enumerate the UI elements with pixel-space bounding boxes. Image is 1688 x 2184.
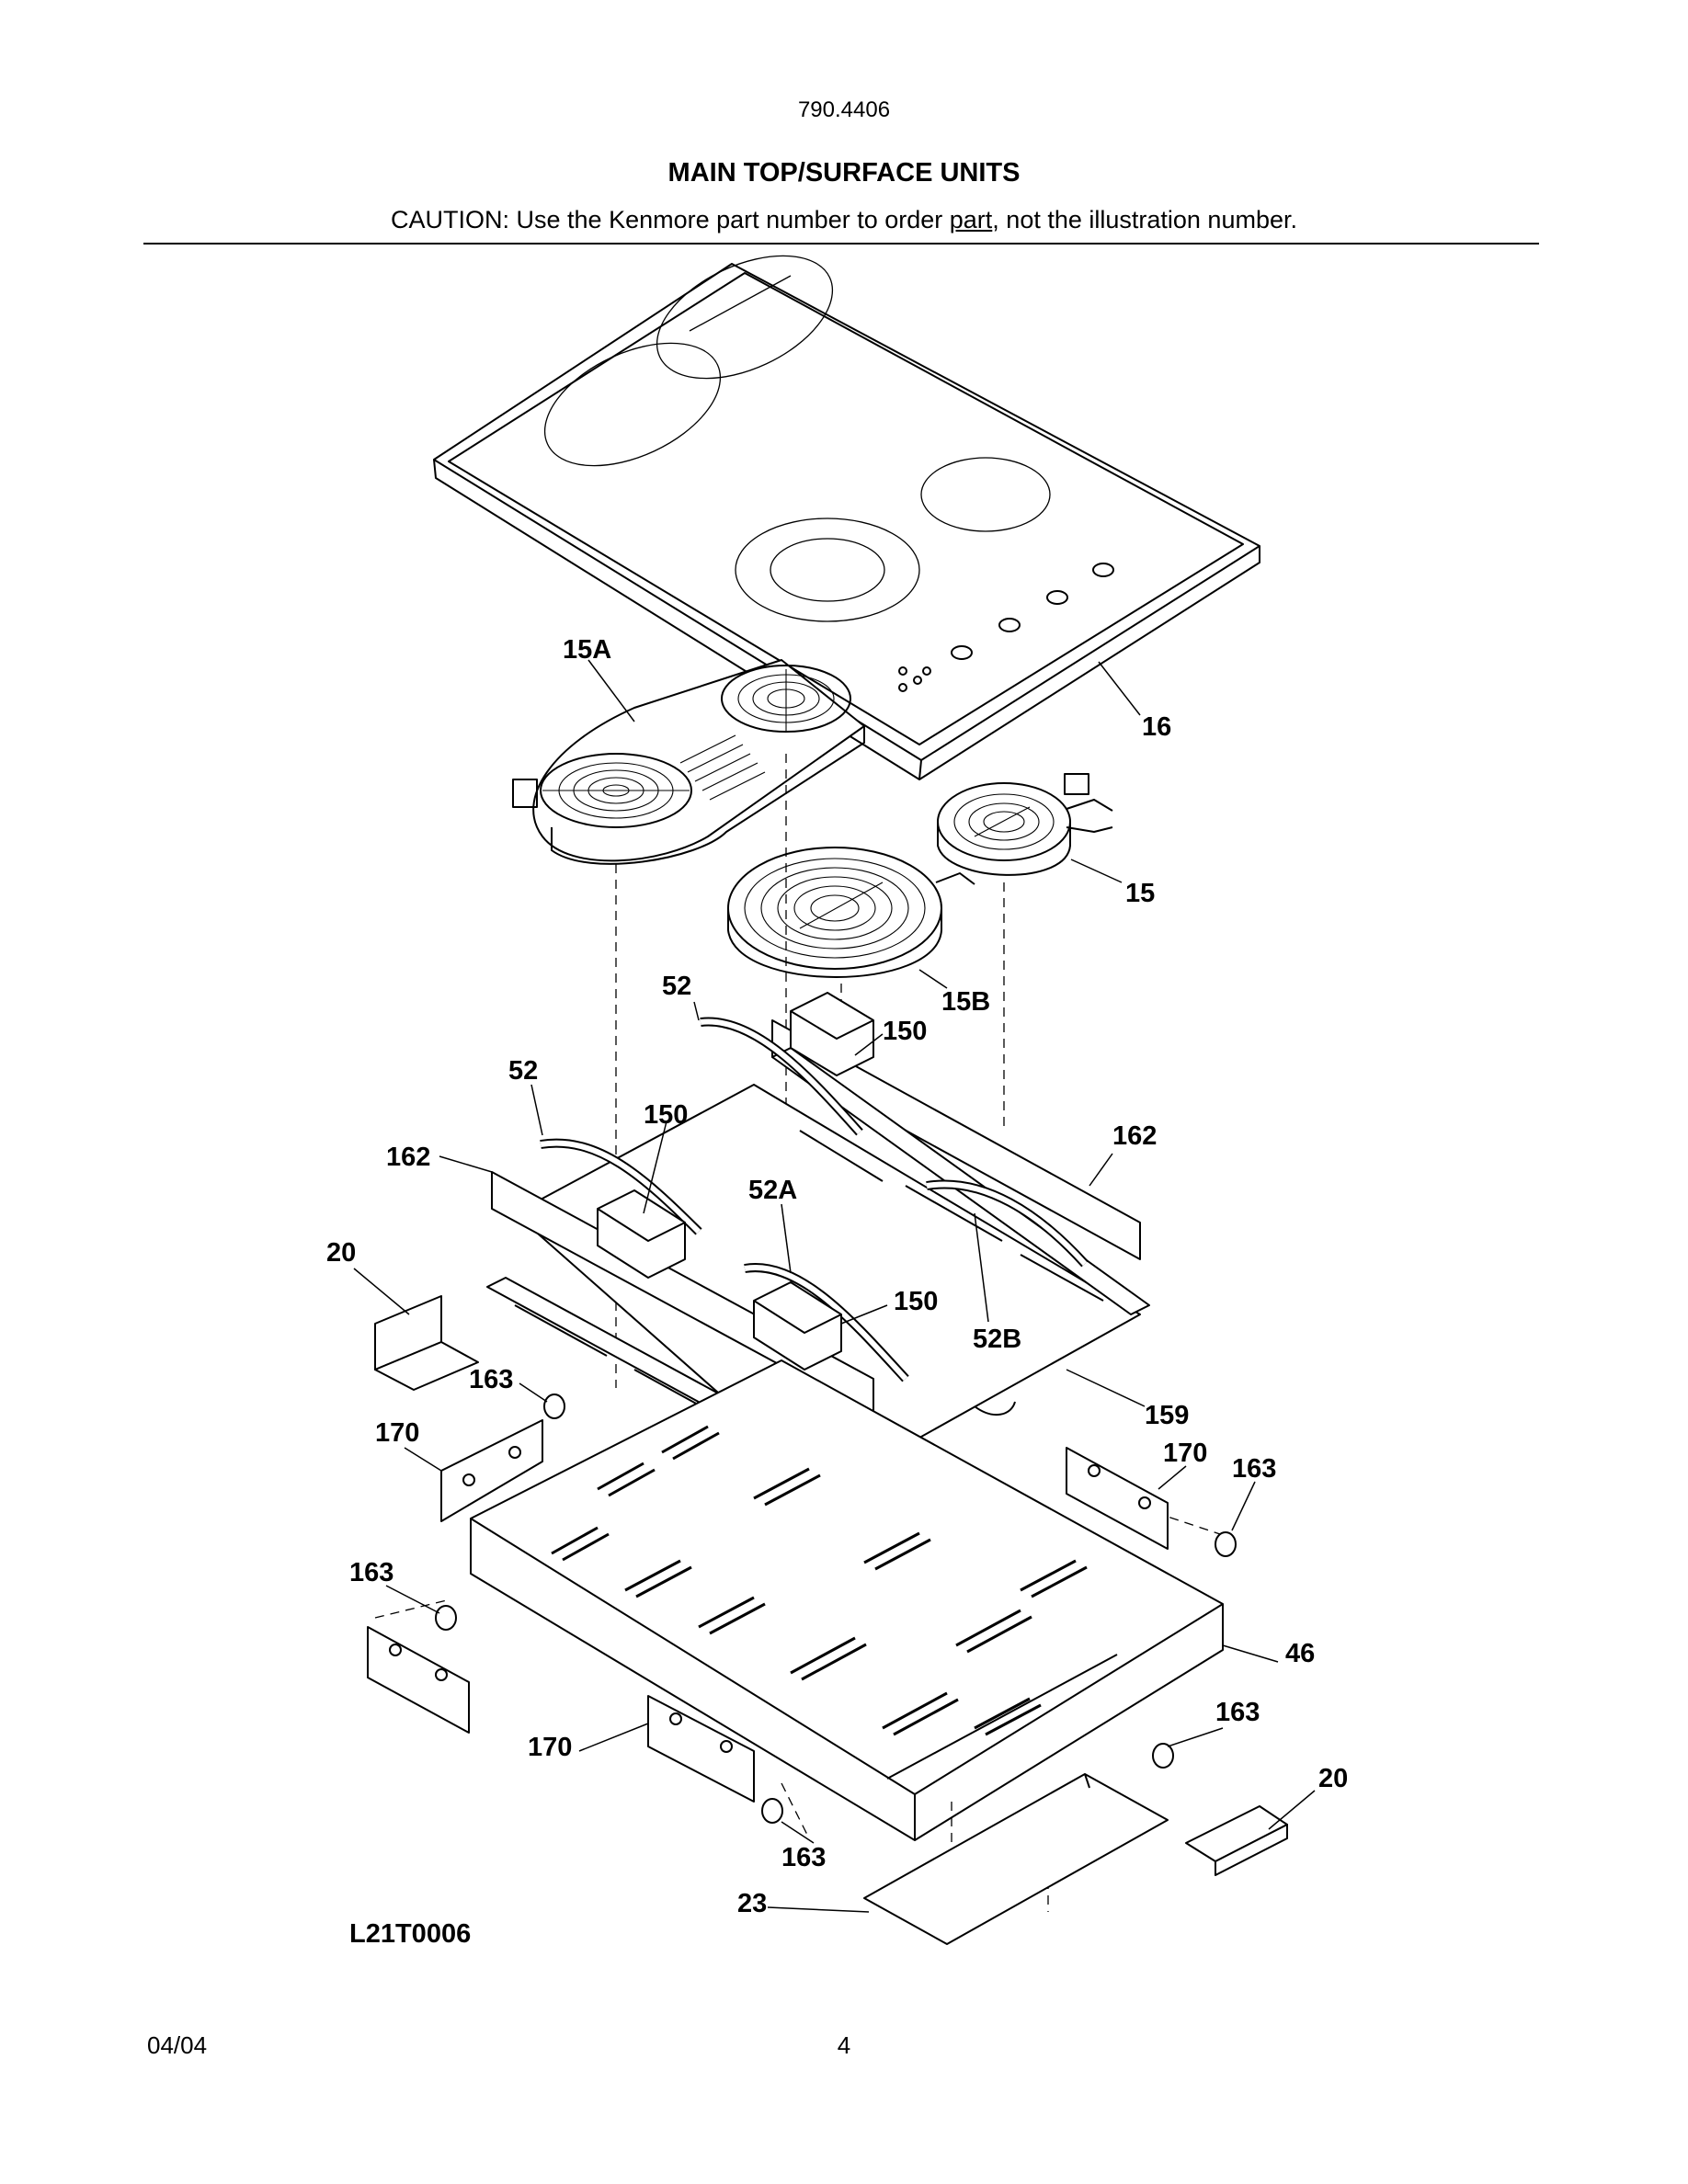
callout-20-left: 20 xyxy=(326,1238,356,1268)
box-housing-part xyxy=(470,1359,1224,1841)
callout-170-lower: 170 xyxy=(528,1733,572,1762)
callout-163-upper-left: 163 xyxy=(469,1365,513,1394)
callout-170-right: 170 xyxy=(1163,1439,1207,1468)
callout-150-rear: 150 xyxy=(883,1017,927,1046)
bridge-element-part xyxy=(512,659,865,865)
revision-date: 04/04 xyxy=(147,2031,208,2059)
callout-15B: 15B xyxy=(941,987,990,1017)
small-element-part xyxy=(937,773,1113,876)
callout-163-right: 163 xyxy=(1215,1698,1260,1727)
model-number: 790.4406 xyxy=(797,97,891,122)
caution-text-start: CAUTION: Use the Kenmore part number to … xyxy=(391,206,950,233)
element-straps xyxy=(540,1017,1089,1382)
nuts xyxy=(435,1393,1237,1824)
callout-20-right: 20 xyxy=(1318,1764,1348,1793)
callout-162-front: 162 xyxy=(386,1143,430,1172)
callout-159: 159 xyxy=(1145,1401,1189,1430)
callout-162-rear: 162 xyxy=(1112,1121,1157,1151)
callout-150-center: 150 xyxy=(894,1287,938,1316)
callout-15: 15 xyxy=(1125,879,1155,908)
page-title: MAIN TOP/SURFACE UNITS xyxy=(667,158,1021,188)
callout-163-lower: 163 xyxy=(781,1843,826,1872)
insulation-blocks xyxy=(597,992,874,1371)
callout-170-upper-left: 170 xyxy=(375,1418,419,1448)
caution-text-underlined: part xyxy=(949,206,993,233)
side-brackets xyxy=(367,1419,1169,1803)
bottom-plate-part xyxy=(863,1773,1169,1945)
callout-52-rear: 52 xyxy=(662,972,691,1001)
caution-text-end: , not the illustration number. xyxy=(992,206,1297,233)
callout-150-front: 150 xyxy=(644,1100,688,1130)
callout-15A: 15A xyxy=(563,635,611,665)
callout-leaders xyxy=(353,659,1316,1913)
callout-163-upper-right: 163 xyxy=(1232,1454,1276,1484)
caution-note: CAUTION: Use the Kenmore part number to … xyxy=(0,206,1688,234)
callout-23: 23 xyxy=(737,1889,767,1918)
page-number: 4 xyxy=(837,2031,851,2059)
callout-52A: 52A xyxy=(748,1176,797,1205)
callout-163-left: 163 xyxy=(349,1558,393,1587)
callout-16: 16 xyxy=(1142,712,1171,742)
figure-code: L21T0006 xyxy=(349,1919,472,1949)
glass-cooktop-part xyxy=(433,255,1260,780)
callout-52-front: 52 xyxy=(508,1056,538,1086)
callout-52B: 52B xyxy=(973,1325,1021,1354)
corner-brackets xyxy=(374,1295,1288,1876)
callout-46: 46 xyxy=(1285,1639,1315,1668)
large-element-part xyxy=(727,847,975,978)
header-divider xyxy=(143,243,1539,245)
